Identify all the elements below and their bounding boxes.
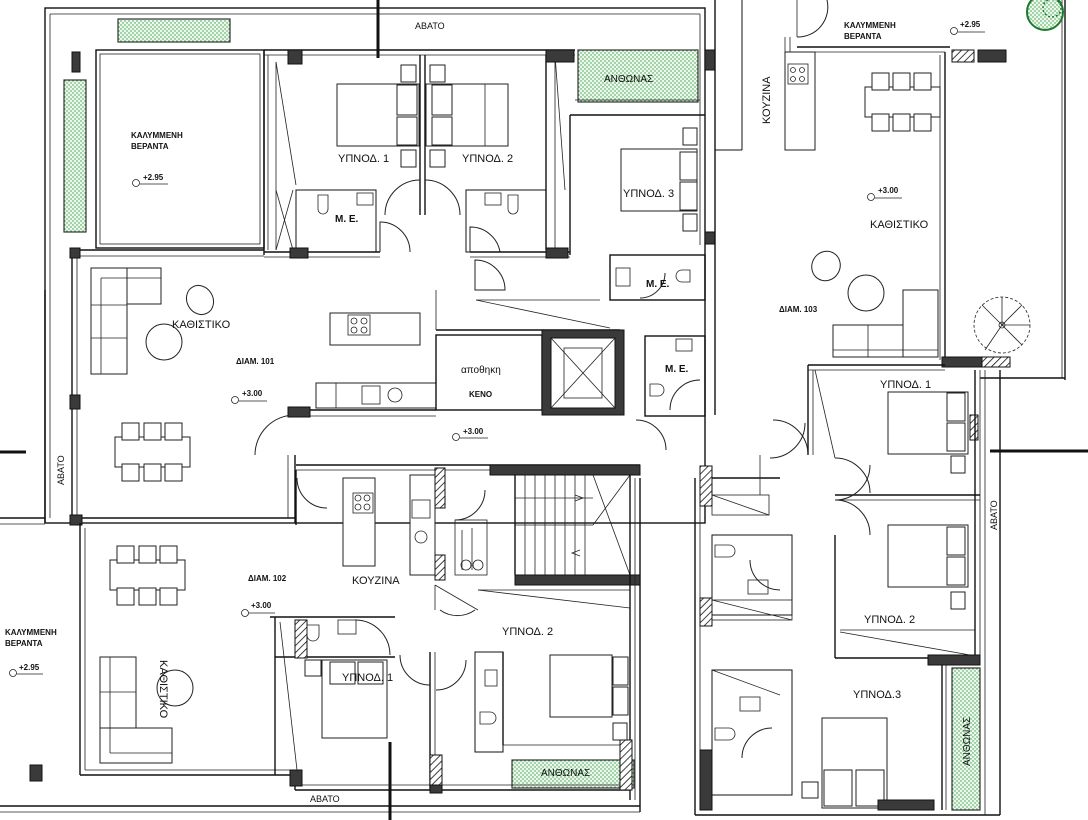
- label-101-living: ΚΑΘΙΣΤΙΚΟ: [172, 319, 231, 331]
- label-veranda-103-2: ΒΕΡΑΝΤΑ: [844, 32, 882, 41]
- tree-icon: [1026, 0, 1064, 31]
- label-veranda-101-2: ΒΕΡΑΝΤΑ: [131, 142, 169, 151]
- planter-top-left: [117, 18, 231, 43]
- label-veranda-101-1: ΚΑΛΥΜΜΕΝΗ: [131, 131, 183, 140]
- label-veranda-103-1: ΚΑΛΥΜΜΕΝΗ: [844, 21, 896, 30]
- label-102-living: ΚΑΘΙΣΤΙΚΟ: [157, 660, 169, 719]
- level-veranda-103: +2.95: [960, 20, 981, 29]
- label-103-living: ΚΑΘΙΣΤΙΚΟ: [870, 219, 929, 231]
- level-landing: +3.00: [463, 427, 484, 436]
- planter-bottom: [511, 759, 635, 789]
- label-101-bedroom-3: ΥΠΝΟΔ. 3: [623, 188, 674, 200]
- label-veranda-102-2: ΒΕΡΑΝΤΑ: [5, 639, 43, 648]
- label-101-bath-3: Μ. Ε.: [665, 364, 689, 375]
- label-planter-top: ΑΝΘΩΝΑΣ: [604, 74, 653, 85]
- label-abato-bottom: ΑΒΑΤΟ: [310, 794, 340, 804]
- planter-left: [63, 79, 87, 233]
- label-abato-left: ΑΒΑΤΟ: [56, 455, 66, 485]
- label-103-kitchen: ΚΟΥΖΙΝΑ: [761, 76, 773, 124]
- spiral-staircase: [973, 296, 1031, 354]
- level-veranda-101: +2.95: [143, 173, 164, 182]
- label-103-bedroom-1: ΥΠΝΟΔ. 1: [880, 379, 931, 391]
- label-101-bath-1: Μ. Ε.: [335, 214, 359, 225]
- label-102-bedroom-2: ΥΠΝΟΔ. 2: [502, 626, 553, 638]
- planter-right: [951, 667, 981, 811]
- level-markers: [9, 27, 985, 677]
- label-101-bedroom-1: ΥΠΝΟΔ. 1: [338, 153, 389, 165]
- label-103-bedroom-2: ΥΠΝΟΔ. 2: [864, 614, 915, 626]
- label-102-bedroom-1: ΥΠΝΟΔ. 1: [342, 672, 393, 684]
- level-veranda-102: +2.95: [19, 663, 40, 672]
- level-102: +3.00: [251, 601, 272, 610]
- label-planter-right: ΑΝΘΩΝΑΣ: [962, 717, 973, 766]
- label-planter-bottom: ΑΝΘΩΝΑΣ: [541, 768, 590, 779]
- planter-top: [577, 49, 699, 103]
- wheelchair-lift-icon: [460, 528, 484, 571]
- label-abato-right: ΑΒΑΤΟ: [989, 500, 999, 530]
- label-apt-101: ΔΙΑΜ. 101: [236, 357, 275, 366]
- stair-core: [296, 464, 641, 800]
- label-abato-top: ΑΒΑΤΟ: [415, 21, 445, 31]
- label-101-bedroom-2: ΥΠΝΟΔ. 2: [462, 153, 513, 165]
- label-storage: αποθηκη: [461, 365, 501, 376]
- level-101: +3.00: [242, 389, 263, 398]
- apartment-103: [699, 0, 1031, 811]
- apartment-102: [29, 467, 633, 794]
- label-veranda-102-1: ΚΑΛΥΜΜΕΝΗ: [5, 628, 57, 637]
- apartment-101: [69, 49, 716, 526]
- label-102-kitchen: ΚΟΥΖΙΝΑ: [352, 575, 400, 587]
- label-101-bath-2: Μ. Ε.: [646, 279, 670, 290]
- label-void: ΚΕΝΟ: [469, 390, 492, 399]
- label-apt-103: ΔΙΑΜ. 103: [779, 305, 818, 314]
- label-apt-102: ΔΙΑΜ. 102: [248, 574, 287, 583]
- label-103-bedroom-3: ΥΠΝΟΔ.3: [853, 689, 901, 701]
- level-103: +3.00: [878, 186, 899, 195]
